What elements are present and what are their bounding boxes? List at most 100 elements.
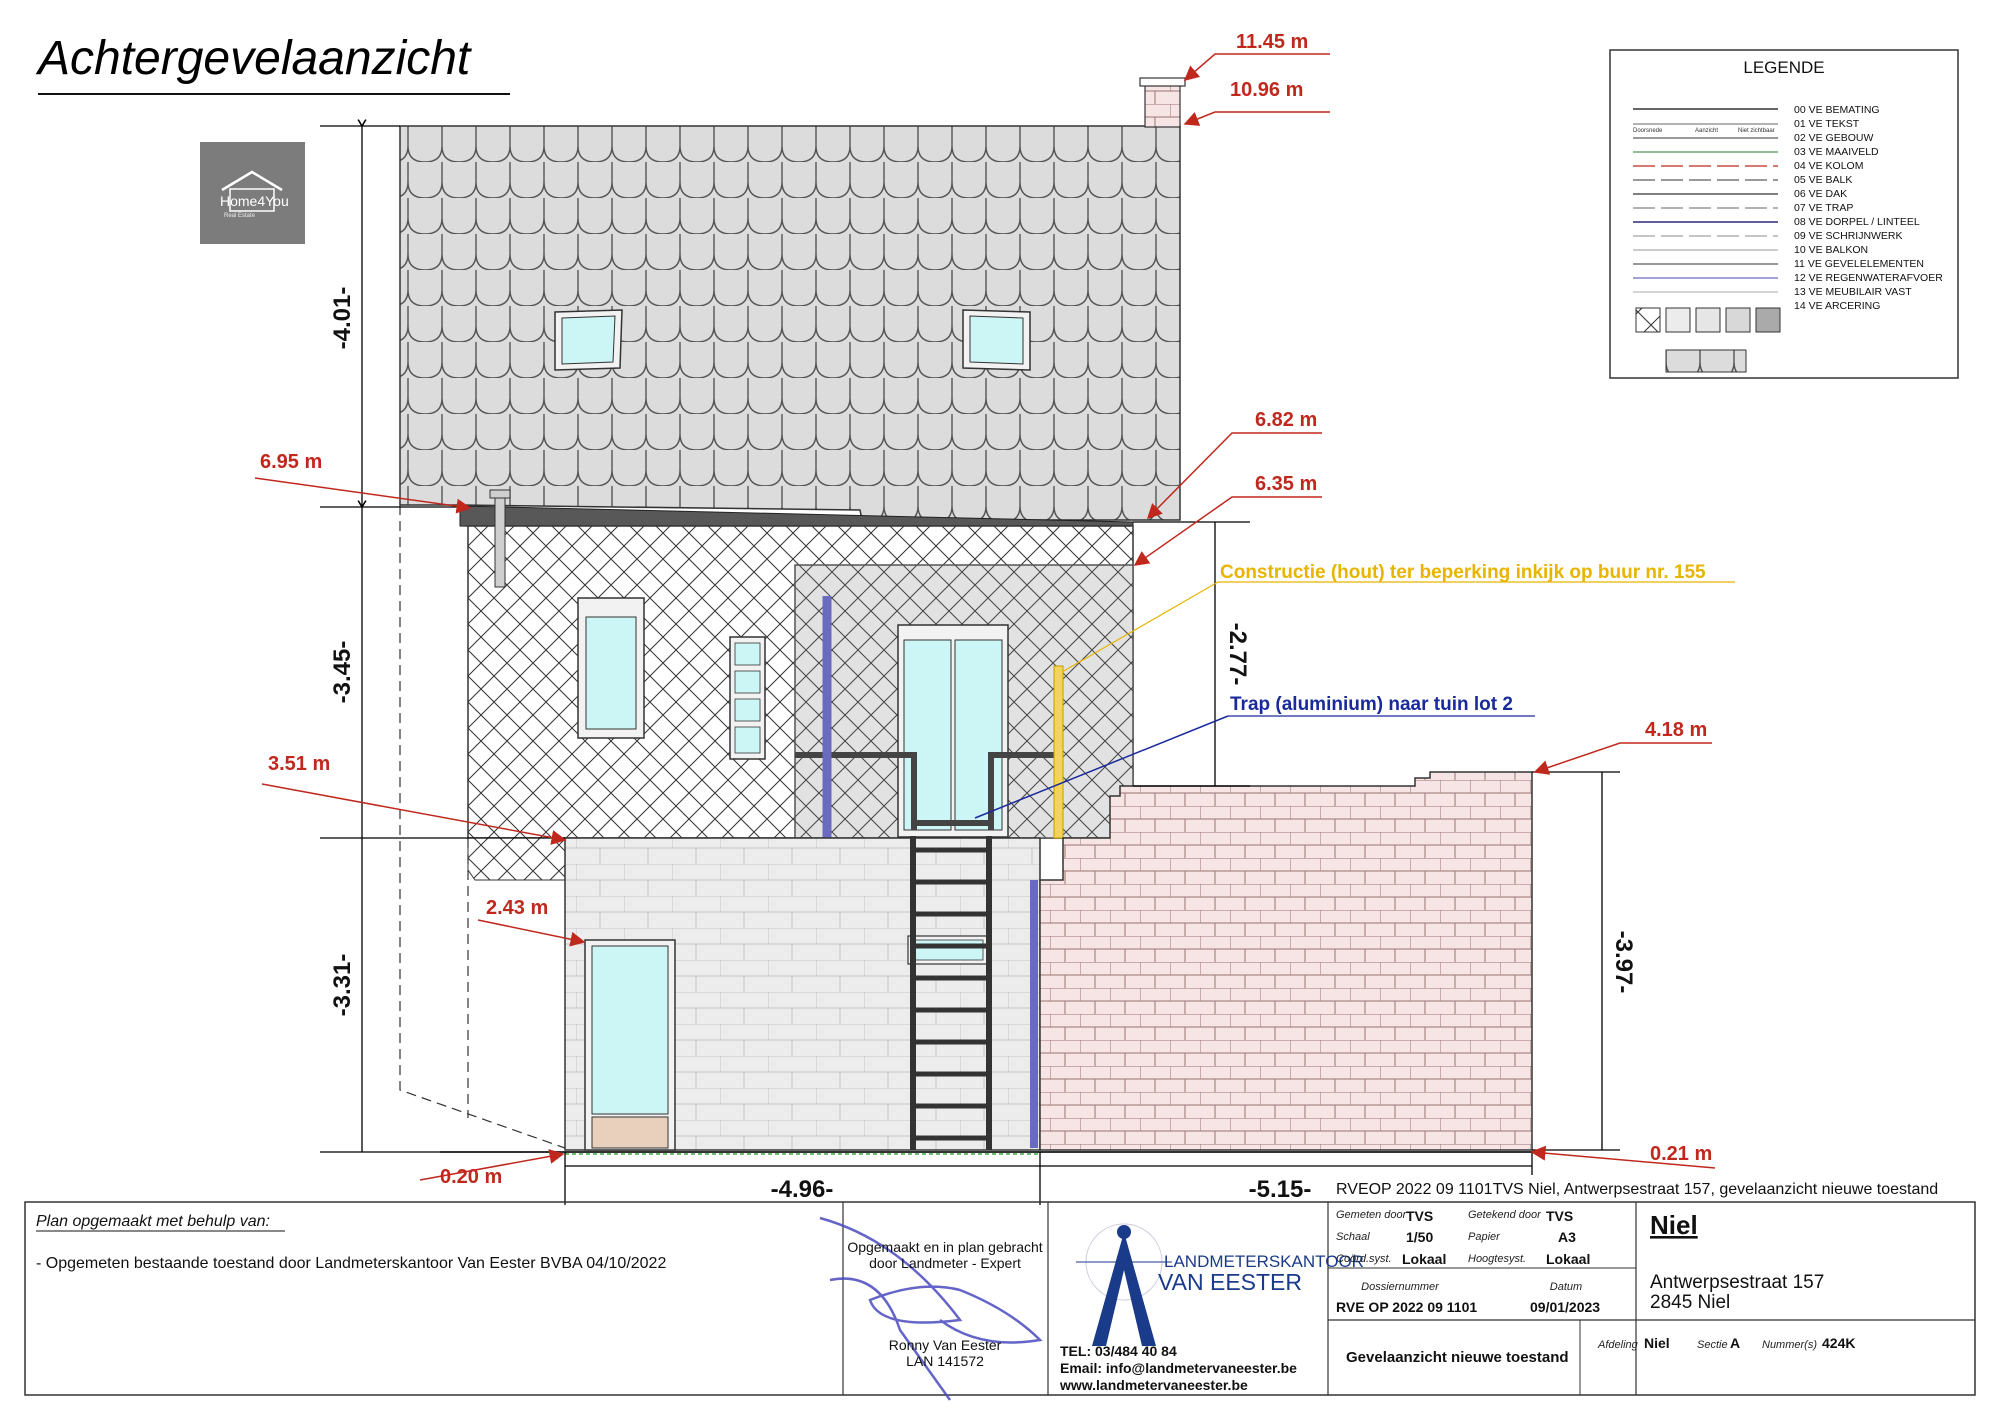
street-address: Antwerpsestraat 157: [1650, 1272, 1824, 1293]
label-division: Afdeling: [1597, 1339, 1639, 1351]
dim-width-left: -4.96-: [771, 1176, 834, 1203]
wooden-post: [1053, 665, 1064, 839]
window-first-floor: [577, 597, 645, 739]
level-wall-top: 4.18 m: [1645, 719, 1707, 741]
dim-roof-height: -4.01-: [329, 287, 356, 350]
label-date: Datum: [1550, 1281, 1582, 1293]
roof-window-left: [554, 309, 623, 371]
legend-item: 00 VE BEMATING: [1794, 104, 1880, 116]
value-scale: 1/50: [1406, 1229, 1433, 1245]
legend-item: 12 VE REGENWATERAFVOER: [1794, 272, 1943, 284]
legend-header-hidden: Niet zichtbaar: [1738, 128, 1775, 134]
label-file-number: Dossiernummer: [1361, 1281, 1440, 1293]
logo-name: Home4You: [220, 193, 289, 209]
surveyor-lan: LAN 141572: [906, 1353, 984, 1369]
value-height-system: Lokaal: [1546, 1251, 1590, 1267]
legend-item: 04 VE KOLOM: [1794, 160, 1863, 172]
level-ground-right: 0.21 m: [1650, 1143, 1712, 1165]
chimney: [1144, 84, 1181, 128]
roof: [399, 77, 1186, 541]
roof-window-right: [962, 309, 1031, 371]
legend-item: 13 VE MEUBILAIR VAST: [1794, 286, 1912, 298]
van-eester-logo: [1076, 1223, 1172, 1346]
company-web: www.landmetervaneester.be: [1059, 1377, 1248, 1393]
label-measured-by: Gemeten door: [1336, 1209, 1408, 1221]
legend-item: 14 VE ARCERING: [1794, 300, 1880, 312]
label-height-system: Hoogtesyst.: [1468, 1253, 1526, 1265]
company-name-line2: VAN EESTER: [1158, 1269, 1302, 1295]
title-block: Plan opgemaakt met behulp van: - Opgemet…: [24, 1201, 1976, 1401]
dim-width-right: -5.15-: [1249, 1176, 1312, 1203]
legend-lines: [1633, 108, 1778, 293]
balcony-door: [897, 624, 1009, 838]
reference-line: RVEOP 2022 09 1101TVS Niel, Antwerpsestr…: [1336, 1181, 1938, 1198]
value-measured-by: TVS: [1406, 1208, 1433, 1224]
drawing-title: Achtergevelaanzicht: [35, 32, 472, 85]
legend-item: 10 VE BALKON: [1794, 244, 1868, 256]
level-eave-right: 6.82 m: [1255, 409, 1317, 431]
label-drawn-by: Getekend door: [1468, 1209, 1542, 1221]
legend-item: 05 VE BALK: [1794, 174, 1852, 186]
level-ground-left: 0.20 m: [440, 1166, 502, 1188]
label-paper: Papier: [1468, 1231, 1501, 1243]
aluminium-stair: [910, 836, 992, 1150]
postal-address: 2845 Niel: [1650, 1292, 1730, 1313]
legend-item: 08 VE DORPEL / LINTEEL: [1794, 216, 1920, 228]
legend-item: 03 VE MAAIVELD: [1794, 146, 1879, 158]
legend-item: 06 VE DAK: [1794, 188, 1847, 200]
level-ridge: 10.96 m: [1230, 79, 1303, 101]
ground-floor-facade: [564, 837, 1041, 1151]
legend-item: 02 VE GEBOUW: [1794, 132, 1873, 144]
level-chimney-top: 11.45 m: [1236, 31, 1308, 53]
value-parcel-number: 424K: [1822, 1335, 1855, 1351]
value-division: Niel: [1644, 1335, 1670, 1351]
legend: LEGENDE Doorsnede Aanzicht Niet zichtbaa…: [1609, 49, 1959, 379]
label-scale: Schaal: [1336, 1231, 1370, 1243]
value-drawn-by: TVS: [1546, 1208, 1573, 1224]
legend-item: 09 VE SCHRIJNWERK: [1794, 230, 1903, 242]
balcony-railing: [795, 752, 1058, 830]
signature: [819, 1216, 1043, 1401]
garden-door: [584, 939, 676, 1151]
company-name-line1: LANDMETERSKANTOOR: [1164, 1252, 1364, 1271]
value-coord-system: Lokaal: [1402, 1251, 1446, 1267]
value-section: A: [1730, 1335, 1740, 1351]
dim-annex-height: -2.77-: [1224, 623, 1251, 686]
plan-heading: Plan opgemaakt met behulp van:: [36, 1213, 270, 1230]
label-coord-system: Coörd.syst.: [1336, 1253, 1392, 1265]
legend-item: 01 VE TEKST: [1794, 118, 1860, 130]
made-by-line1: Opgemaakt en in plan gebracht: [847, 1239, 1042, 1255]
level-floor: 3.51 m: [268, 753, 330, 775]
value-date: 09/01/2023: [1530, 1299, 1600, 1315]
window-stairwell: [729, 636, 766, 760]
first-floor-facade: [467, 489, 1134, 881]
company-tel: TEL: 03/484 40 84: [1060, 1343, 1177, 1359]
dim-first-floor-height: -3.45-: [329, 641, 356, 704]
level-door-top: 2.43 m: [486, 897, 548, 919]
legend-item: 07 VE TRAP: [1794, 202, 1853, 214]
garden-wall: [1039, 771, 1533, 1151]
annotation-stair: Trap (aluminium) naar tuin lot 2: [1230, 694, 1513, 715]
legend-title: LEGENDE: [1743, 58, 1824, 77]
plan-source: - Opgemeten bestaande toestand door Land…: [36, 1255, 666, 1272]
legend-item: 11 VE GEVELELEMENTEN: [1794, 258, 1924, 270]
company-email: Email: info@landmetervaneester.be: [1060, 1360, 1297, 1376]
dim-wall-height: -3.97-: [1610, 931, 1637, 994]
made-by-line2: door Landmeter - Expert: [869, 1255, 1021, 1271]
home4you-logo: Home4You Real Estate: [200, 142, 305, 244]
label-section: Sectie: [1697, 1339, 1728, 1351]
drawing-name: Gevelaanzicht nieuwe toestand: [1346, 1349, 1569, 1366]
label-parcel-number: Nummer(s): [1762, 1339, 1817, 1351]
legend-header-section: Doorsnede: [1633, 128, 1663, 134]
logo-tagline: Real Estate: [224, 213, 256, 219]
municipality: Niel: [1650, 1210, 1698, 1240]
value-file-number: RVE OP 2022 09 1101: [1336, 1299, 1477, 1315]
legend-hatch-swatches: [1635, 307, 1781, 373]
level-eave-left: 6.95 m: [260, 451, 322, 473]
surveyor-name: Ronny Van Eester: [889, 1337, 1002, 1353]
value-paper: A3: [1558, 1229, 1576, 1245]
dim-ground-floor-height: -3.31-: [329, 954, 356, 1017]
annotation-construction: Constructie (hout) ter beperking inkijk …: [1220, 562, 1706, 583]
